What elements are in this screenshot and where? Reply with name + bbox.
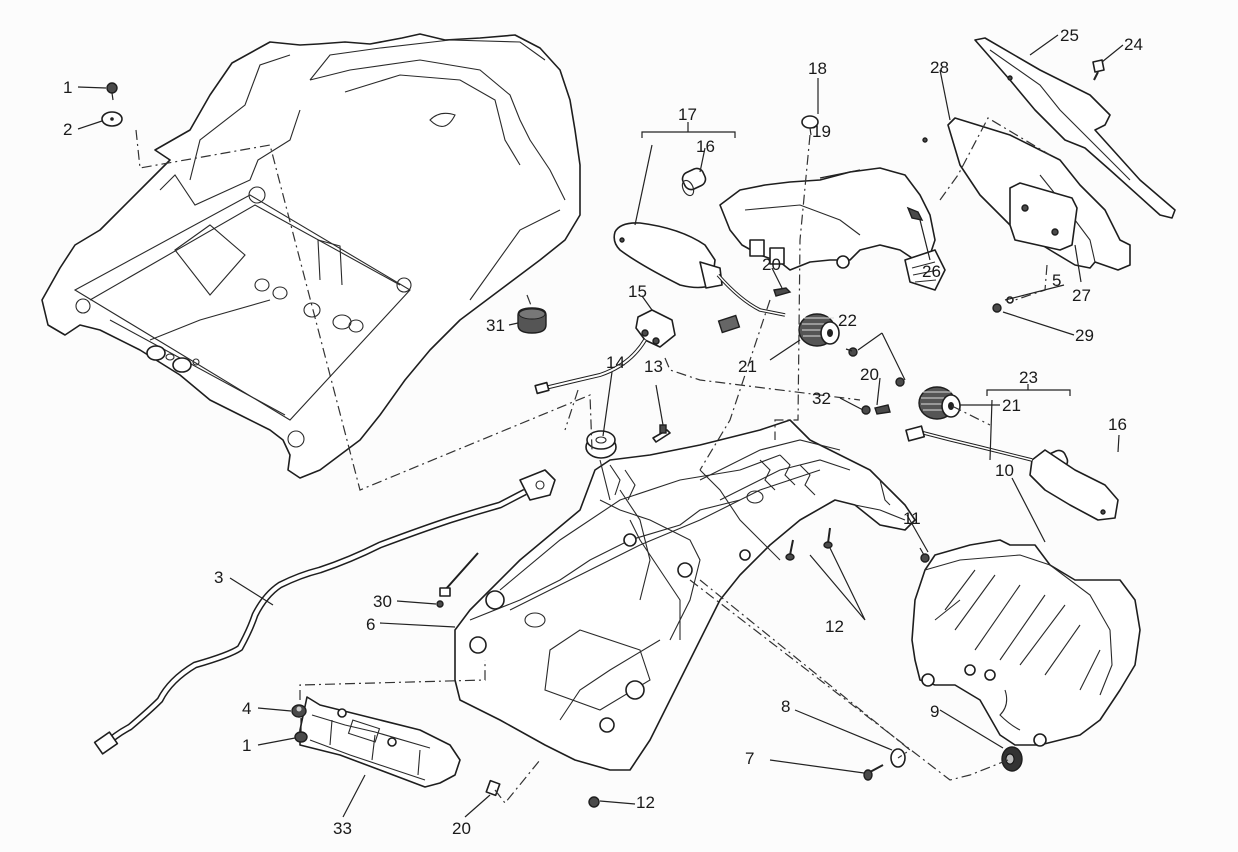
callout-31: 31 (486, 316, 505, 335)
callout-1-bottom: 1 (242, 736, 251, 755)
part-6-bracket (454, 419, 916, 771)
callout-27: 27 (1072, 286, 1091, 305)
callout-12-mid: 12 (825, 617, 844, 636)
callout-4: 4 (242, 699, 251, 718)
part-32-nut (861, 405, 871, 415)
callout-7: 7 (745, 749, 754, 768)
callout-18: 18 (808, 59, 827, 78)
callout-17: 17 (678, 105, 697, 124)
part-11-screw (919, 547, 930, 563)
callout-16-right: 16 (1108, 415, 1127, 434)
part-33-cover (299, 696, 461, 788)
callout-21-right: 21 (1002, 396, 1021, 415)
callout-11: 11 (903, 509, 921, 528)
part-30-cable-tie (436, 552, 479, 608)
part-22-screw-a (845, 347, 858, 357)
part-22-screw-b (895, 377, 905, 387)
part-4-grommet (291, 704, 307, 718)
part-14-grommet (585, 430, 617, 459)
part-1-screw-top (106, 82, 118, 101)
leader-lines (77, 34, 1124, 818)
callout-19: 19 (812, 122, 831, 141)
part-3-wiring-cable (93, 469, 556, 755)
callout-24: 24 (1124, 35, 1143, 54)
callout-9: 9 (930, 702, 939, 721)
callout-30: 30 (373, 592, 392, 611)
callout-labels: 1 2 31 15 14 13 17 16 18 19 20 21 22 20 … (63, 26, 1143, 838)
callout-2: 2 (63, 120, 72, 139)
part-2-washer (101, 111, 123, 127)
callout-25: 25 (1060, 26, 1079, 45)
part-27-reflector (1009, 182, 1078, 251)
part-12-screw-mid-a (785, 539, 795, 561)
callout-26: 26 (922, 262, 941, 281)
part-12-screw-mid-b (823, 527, 833, 549)
assembly-lines (135, 117, 1051, 804)
callout-20-bottom: 20 (452, 819, 471, 838)
callout-14: 14 (606, 353, 625, 372)
callout-6: 6 (366, 615, 375, 634)
callout-33: 33 (333, 819, 352, 838)
callout-13: 13 (644, 357, 663, 376)
callout-8: 8 (781, 697, 790, 716)
callout-20-top: 20 (762, 255, 781, 274)
part-21-rubber-mount-left (798, 313, 840, 347)
callout-22: 22 (838, 311, 857, 330)
part-15-plate-light (534, 309, 676, 395)
part-18-rivet (801, 115, 819, 136)
callout-15: 15 (628, 282, 647, 301)
callout-21-left: 21 (738, 357, 757, 376)
part-21-rubber-mount-right (918, 386, 961, 420)
part-19-rear-mudguard (719, 167, 946, 291)
callout-5: 5 (1052, 271, 1061, 290)
part-13-clip (652, 424, 671, 443)
part-26-clip (906, 206, 924, 221)
part-25-plate-frame (974, 37, 1176, 219)
part-1-screw-bottom (294, 718, 308, 743)
part-10-tail-light (911, 539, 1141, 747)
part-20-clip-nut-mid (874, 404, 891, 415)
part-20-clip-nut-top (773, 287, 792, 297)
callout-16-left: 16 (696, 137, 715, 156)
callout-3: 3 (214, 568, 223, 587)
part-31-rubber-pad (517, 307, 547, 334)
part-23-right-indicator (905, 425, 1119, 521)
part-9-nut (1001, 746, 1023, 772)
callout-1: 1 (63, 78, 72, 97)
callout-20-mid: 20 (860, 365, 879, 384)
part-12-screw-bottom (588, 796, 600, 808)
part-7-screw (863, 764, 884, 781)
part-24-screw (1092, 59, 1105, 81)
callout-32: 32 (812, 389, 831, 408)
callout-23: 23 (1019, 368, 1038, 387)
part-16-bulb-left (681, 167, 707, 197)
callout-28: 28 (930, 58, 949, 77)
seat-subframe (41, 33, 581, 479)
callout-12-bottom: 12 (636, 793, 655, 812)
callout-29: 29 (1075, 326, 1094, 345)
callout-10: 10 (995, 461, 1014, 480)
part-29-nut (992, 303, 1002, 313)
part-17-left-indicator (613, 222, 786, 334)
